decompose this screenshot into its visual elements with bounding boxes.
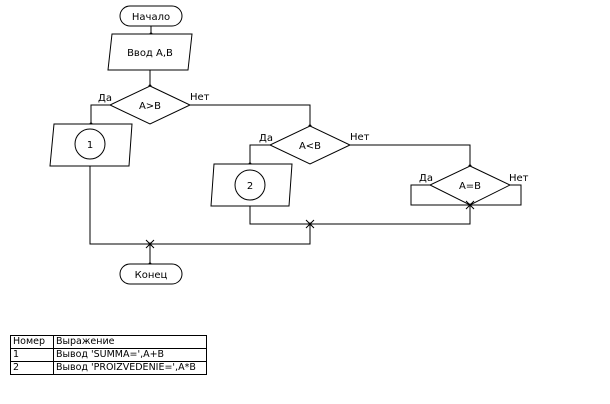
input-label: Ввод A,B bbox=[127, 48, 173, 59]
legend-header-row: Номер Выражение bbox=[10, 335, 207, 349]
connector-block2-merge bbox=[249, 205, 471, 225]
connector-circle-2 bbox=[234, 169, 266, 201]
block1-label: 1 bbox=[87, 140, 93, 151]
cond3-label: A=B bbox=[459, 181, 481, 192]
connector-cond3-yes bbox=[410, 184, 470, 206]
cond3-no-label: Нет bbox=[509, 173, 529, 184]
connector-block1-merge bbox=[89, 166, 311, 245]
output-block-1: 1 bbox=[49, 123, 133, 167]
cond1-label: A>B bbox=[139, 101, 161, 112]
decision-a-gt-b: A>B bbox=[108, 85, 192, 125]
merge-marker-cond2 bbox=[305, 219, 315, 229]
input-block: Ввод A,B bbox=[107, 33, 193, 71]
connector-cond3-no bbox=[470, 184, 522, 206]
legend-row-number: 2 bbox=[10, 361, 54, 375]
legend-row-expression: Вывод 'SUMMA=',A+B bbox=[53, 348, 207, 362]
legend-header-number: Номер bbox=[10, 335, 54, 349]
end-label: Конец bbox=[135, 270, 168, 281]
cond2-no-label: Нет bbox=[350, 132, 370, 143]
connector-cond2-yes bbox=[249, 144, 270, 164]
start-label: Начало bbox=[132, 12, 170, 23]
connector-circle-1 bbox=[74, 128, 106, 160]
decision-a-eq-b: A=B bbox=[428, 165, 512, 206]
legend-header-expression: Выражение bbox=[53, 335, 207, 349]
merge-marker-cond3 bbox=[465, 200, 475, 210]
cond3-yes-label: Да bbox=[419, 173, 433, 184]
output-block-2: 2 bbox=[210, 163, 293, 207]
legend-row-expression: Вывод 'PROIZVEDENIE=',A*B bbox=[53, 361, 207, 375]
legend-row: 1 Вывод 'SUMMA=',A+B bbox=[10, 348, 207, 362]
decision-a-lt-b: A<B bbox=[268, 125, 352, 165]
legend-row-number: 1 bbox=[10, 348, 54, 362]
cond2-yes-label: Да bbox=[259, 133, 273, 144]
start-terminal: Начало bbox=[119, 5, 183, 27]
cond1-no-label: Нет bbox=[190, 92, 210, 103]
legend-row: 2 Вывод 'PROIZVEDENIE=',A*B bbox=[10, 361, 207, 375]
connector-cond1-no bbox=[190, 104, 311, 126]
legend-table: Номер Выражение 1 Вывод 'SUMMA=',A+B 2 В… bbox=[10, 335, 207, 375]
cond2-label: A<B bbox=[299, 141, 321, 152]
cond1-yes-label: Да bbox=[98, 93, 112, 104]
connector-cond2-no bbox=[350, 144, 471, 166]
block2-label: 2 bbox=[247, 181, 253, 192]
end-terminal: Конец bbox=[119, 263, 183, 285]
connector-cond1-yes bbox=[90, 104, 110, 124]
